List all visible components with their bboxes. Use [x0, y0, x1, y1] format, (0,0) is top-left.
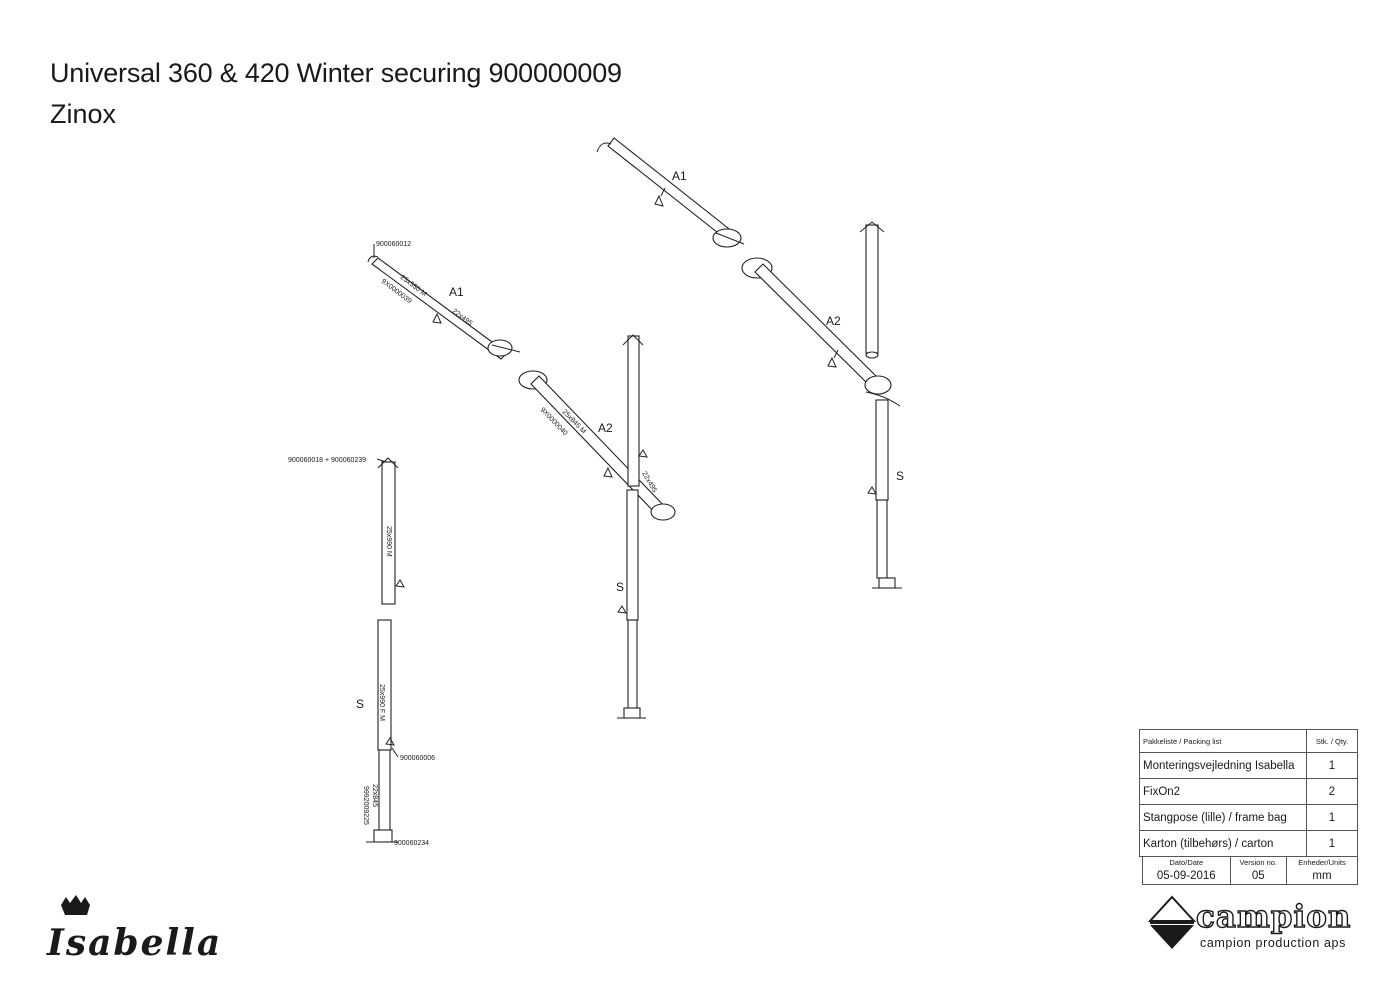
leader-line — [391, 747, 399, 758]
campion-logo: campion — [1195, 898, 1352, 935]
document-meta-table: Dato/Date Version no. Enheder/Units 05-0… — [1142, 856, 1359, 885]
label-a1-left: A1 — [449, 285, 464, 299]
packing-list-header: Pakkeliste / Packing list Stk. / Qty. — [1139, 729, 1358, 753]
pole-s-right — [867, 399, 902, 589]
pole-a2-left — [518, 370, 676, 521]
pole-a1-left — [367, 255, 521, 360]
dimension-label: 25x990 F M — [378, 684, 385, 721]
label-s-left: S — [356, 697, 364, 711]
packing-list-row: Monteringsvejledning Isabella 1 — [1139, 752, 1358, 779]
dimension-label: 22x845 — [371, 784, 378, 807]
label-a1-top: A1 — [672, 169, 687, 183]
packing-list-row: FixOn2 2 — [1139, 778, 1358, 805]
campion-triangle-icon — [1148, 895, 1196, 949]
packing-qty: 1 — [1306, 804, 1358, 831]
pole-vertical-upper-right — [859, 221, 885, 359]
page-subtitle: Zinox — [50, 99, 117, 129]
page-title: Universal 360 & 420 Winter securing 9000… — [50, 58, 622, 88]
part-number-label: 900060012 — [376, 241, 411, 248]
packing-qty: 1 — [1306, 830, 1358, 857]
label-s-middle: S — [616, 580, 624, 594]
packing-list-table: Pakkeliste / Packing list Stk. / Qty. Mo… — [1139, 729, 1358, 857]
date-label: Dato/Date — [1142, 856, 1231, 867]
part-number-label: 900060006 — [400, 755, 435, 762]
campion-subtitle: campion production aps — [1200, 936, 1346, 950]
pole-vertical-upper-left — [377, 457, 405, 605]
packing-item: FixOn2 — [1139, 778, 1307, 805]
dimension-label: 25x990 M — [385, 526, 392, 557]
packing-list-row: Karton (tilbehørs) / carton 1 — [1139, 830, 1358, 857]
label-a2-left: A2 — [598, 421, 613, 435]
packing-qty: 2 — [1306, 778, 1358, 805]
pole-a2-right — [741, 257, 901, 407]
pole-vertical-middle — [617, 334, 648, 719]
label-a2-top: A2 — [826, 314, 841, 328]
units-value: mm — [1285, 867, 1359, 885]
packing-item: Monteringsvejledning Isabella — [1139, 752, 1307, 779]
packing-list-header-qty: Stk. / Qty. — [1306, 729, 1358, 753]
leader-line — [376, 458, 387, 463]
isabella-wordmark: Isabella — [46, 922, 222, 963]
units-label: Enheder/Units — [1285, 856, 1359, 867]
version-value: 05 — [1229, 867, 1287, 885]
label-s-right: S — [896, 469, 904, 483]
pole-a1-right — [596, 137, 745, 248]
pole-s-left — [366, 619, 398, 843]
packing-item: Stangpose (lille) / frame bag — [1139, 804, 1307, 831]
packing-item: Karton (tilbehørs) / carton — [1139, 830, 1307, 857]
packing-qty: 1 — [1306, 752, 1358, 779]
packing-list-row: Stangpose (lille) / frame bag 1 — [1139, 804, 1358, 831]
part-number-label: 900060234 — [394, 840, 429, 847]
part-number-label: 900060018 + 900060239 — [288, 457, 366, 464]
date-value: 05-09-2016 — [1142, 867, 1231, 885]
isabella-logo: Isabella — [46, 895, 222, 963]
packing-list-header-item: Pakkeliste / Packing list — [1139, 729, 1307, 753]
part-number-label: 9992009225 — [362, 786, 369, 825]
version-label: Version no. — [1229, 856, 1287, 867]
